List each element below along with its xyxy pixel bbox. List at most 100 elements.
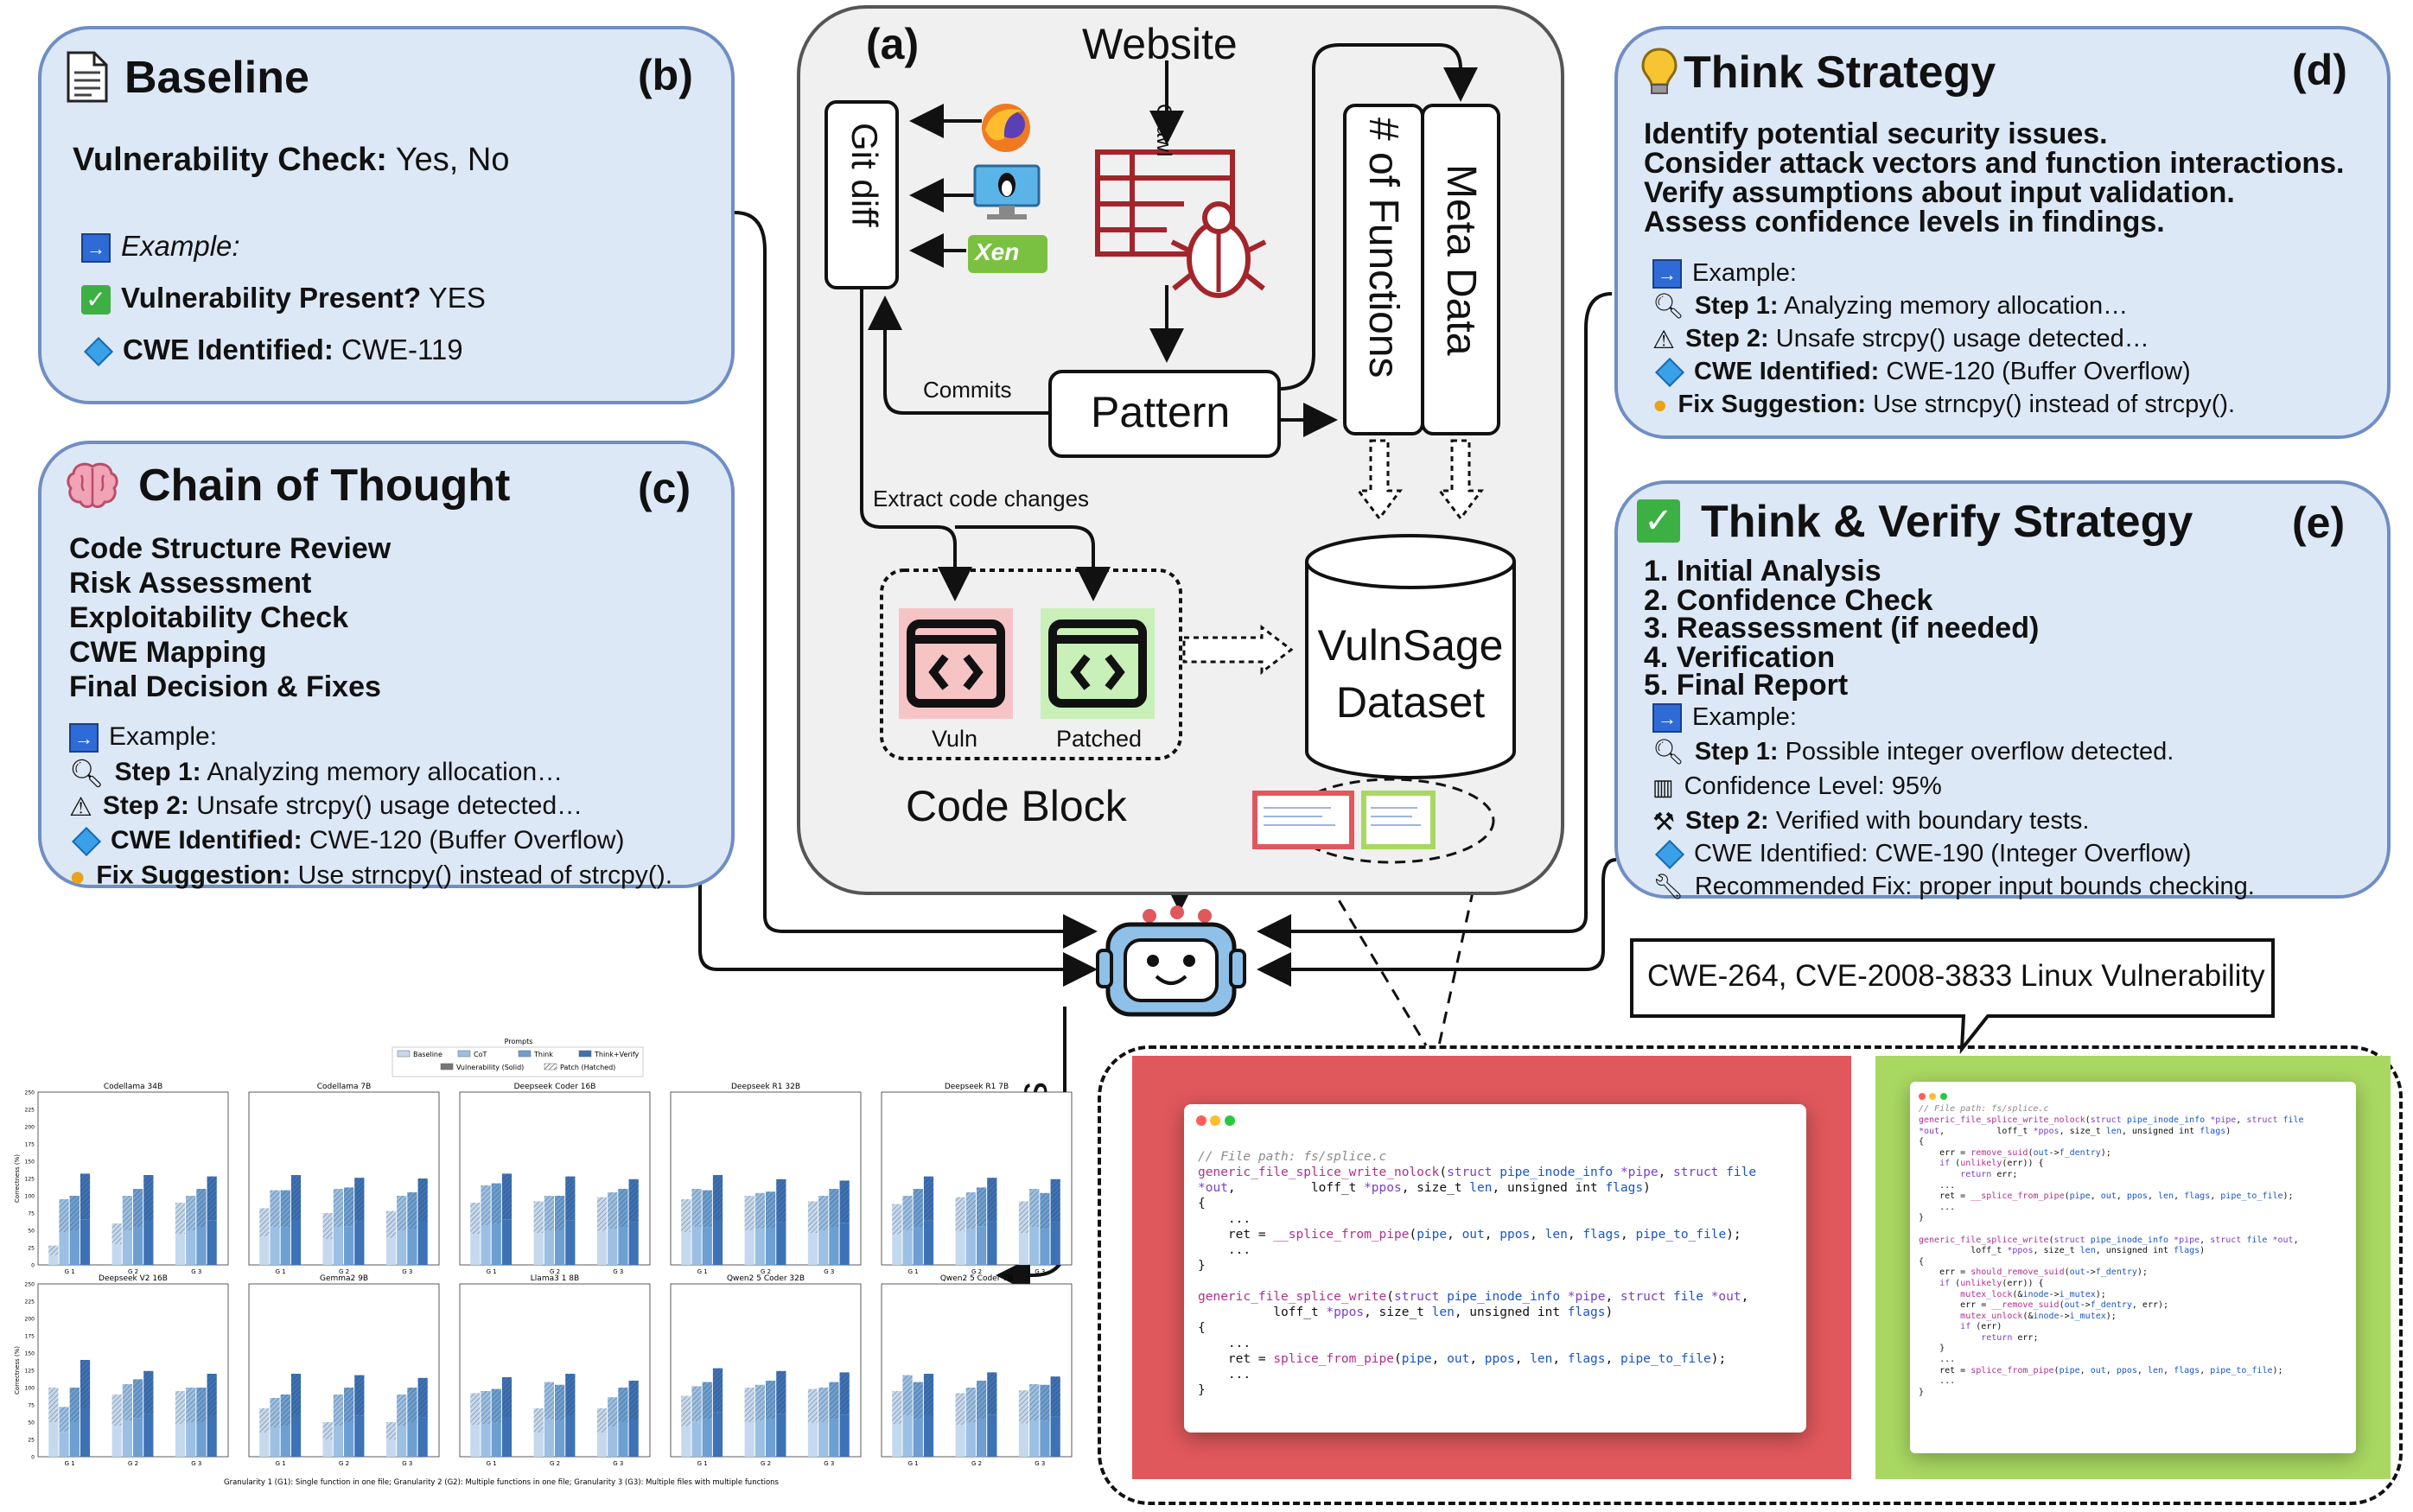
y-tick-label: 150 (25, 1159, 35, 1166)
bar-patch-hatch (691, 1189, 702, 1227)
bar-patch-hatch (481, 1185, 491, 1225)
x-tick-label: G 1 (276, 1268, 286, 1275)
bar-solid (913, 1419, 923, 1457)
think-line: Verify assumptions about input validatio… (1644, 176, 2235, 209)
think-verify-panel: ✓ Think & Verify Strategy (e) 1. Initial… (1614, 480, 2391, 901)
bar-patch-hatch (1029, 1384, 1040, 1420)
y-axis-label: Correctness (%) (14, 1154, 21, 1203)
x-tick-label: G 3 (1035, 1460, 1045, 1467)
think-example-line: →Example: (1652, 259, 1797, 289)
pattern-label: Pattern (1091, 388, 1231, 436)
y-tick-label: 125 (25, 1369, 35, 1375)
bar-patch-hatch (354, 1375, 365, 1416)
bar-solid (702, 1227, 712, 1265)
x-tick-label: G 2 (339, 1268, 349, 1275)
bar-solid (270, 1227, 280, 1265)
y-tick-label: 0 (31, 1263, 35, 1269)
y-tick-label: 100 (25, 1386, 35, 1392)
x-tick-label: G 2 (339, 1460, 349, 1467)
panel-letter-a: (a) (866, 20, 920, 68)
bar-patch-hatch (48, 1245, 59, 1255)
x-tick-label: G 1 (697, 1460, 708, 1467)
bar-solid (712, 1220, 723, 1265)
bar-patch-hatch (69, 1196, 80, 1230)
bar-patch-hatch (807, 1201, 818, 1234)
cwe-value: CWE-119 (333, 334, 463, 365)
warning-icon: ⚠ (69, 792, 92, 822)
bar-patch-hatch (702, 1190, 712, 1228)
magnifier-icon: 🔍︎ (1652, 739, 1684, 767)
bar-solid (691, 1227, 702, 1265)
bar-patch-hatch (1029, 1189, 1040, 1227)
bar-solid (913, 1227, 923, 1265)
think-fix-line: ●Fix Suggestion: Use strncpy() instead o… (1652, 391, 2236, 419)
legend-swatch (518, 1050, 532, 1058)
document-icon (67, 51, 108, 103)
bar-solid (491, 1223, 501, 1265)
bar-patch-hatch (354, 1178, 365, 1222)
lightbulb-icon: ● (69, 861, 86, 892)
bar-patch-hatch (501, 1173, 513, 1220)
bar-patch-hatch (259, 1408, 270, 1433)
x-tick-label: G 3 (824, 1268, 834, 1275)
x-tick-label: G 1 (276, 1460, 286, 1467)
bar-solid (407, 1229, 417, 1265)
bar-patch-hatch (618, 1189, 628, 1227)
bar-solid (344, 1226, 354, 1265)
bar-solid (80, 1219, 91, 1265)
subplot-title: Qwen2 5 Coder 7B (940, 1274, 1013, 1283)
bar-solid (744, 1422, 754, 1457)
bar-solid (533, 1233, 544, 1265)
bar-patch-hatch (829, 1189, 839, 1227)
code-icon-vuln (907, 619, 1005, 708)
think-strategy-panel: Think Strategy (d) Identify potential se… (1614, 26, 2391, 439)
legend-label: CoT (474, 1051, 487, 1058)
bar-patch-hatch (143, 1175, 154, 1220)
bar-solid (818, 1230, 829, 1265)
y-tick-label: 200 (25, 1317, 35, 1323)
bar-patch-hatch (344, 1388, 354, 1422)
bar-solid (354, 1221, 365, 1265)
dataset-label-1: VulnSage (1317, 621, 1504, 670)
legend-title: Prompts (505, 1038, 533, 1045)
cot-step: Code Structure Review (69, 532, 392, 565)
bar-solid (280, 1227, 290, 1265)
bar-solid (122, 1230, 132, 1265)
crawl-label: Crawl (1152, 104, 1175, 157)
bar-patch-hatch (385, 1422, 397, 1439)
bar-solid (333, 1426, 343, 1457)
bar-patch-hatch (544, 1382, 554, 1420)
legend-swatch (440, 1063, 454, 1070)
bug-table-icon (1095, 149, 1235, 257)
y-tick-label: 25 (28, 1438, 35, 1444)
bar-patch-hatch (175, 1391, 186, 1424)
bar-chart-icon: ▥ (1652, 773, 1674, 800)
check-mark-icon: ✓ (81, 285, 111, 315)
bar-solid (470, 1425, 481, 1457)
x-tick-label: G 2 (128, 1460, 138, 1467)
y-tick-label: 50 (28, 1229, 35, 1235)
bar-solid (565, 1415, 576, 1457)
magnifier-icon: 🔍︎ (69, 758, 105, 789)
bar-patch-hatch (533, 1408, 544, 1433)
vulnerable-code-window: // File path: fs/splice.c generic_file_s… (1184, 1104, 1806, 1433)
bar-solid (417, 1417, 428, 1457)
panel-letter-c: (c) (638, 464, 691, 512)
verify-example-line: →Example: (1652, 703, 1797, 734)
bar-patch-hatch (754, 1192, 765, 1229)
bar-patch-hatch (48, 1388, 59, 1422)
bar-solid (1029, 1420, 1040, 1457)
x-tick-label: G 3 (191, 1268, 201, 1275)
think-line: Identify potential security issues. (1644, 118, 2108, 150)
bar-solid (766, 1419, 776, 1457)
bar-solid (333, 1227, 343, 1265)
bar-patch-hatch (977, 1187, 987, 1227)
legend-swatch (578, 1050, 592, 1058)
legend-box (392, 1046, 644, 1077)
example-label: Example: (121, 230, 240, 262)
bar-patch-hatch (987, 1372, 997, 1415)
subplot-title: Gemma2 9B (320, 1274, 368, 1283)
subplot-title: Qwen2 5 Coder 32B (727, 1274, 805, 1283)
verify-confidence-line: ▥Confidence Level: 95% (1652, 772, 1942, 800)
present-value: YES (421, 282, 486, 314)
